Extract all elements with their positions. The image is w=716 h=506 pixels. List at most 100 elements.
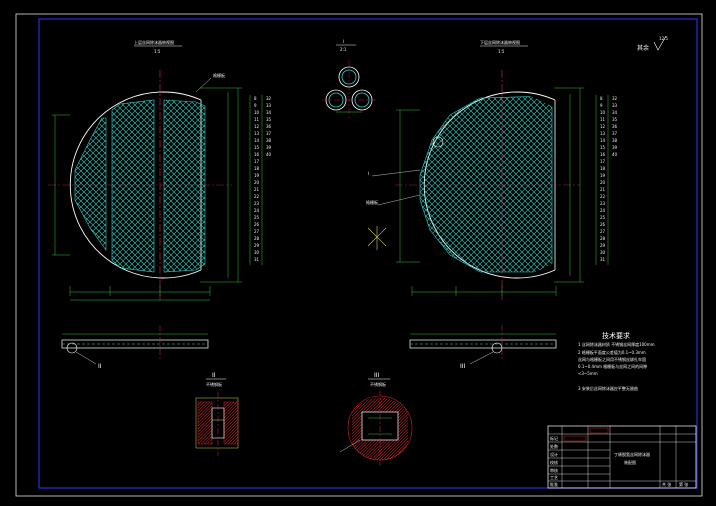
left-plan-view: 上层丝网除沫器俯视图 1:5 bbox=[48, 39, 272, 301]
right-table-v21: 29 bbox=[600, 243, 606, 248]
left-view-title: 上层丝网除沫器俯视图 bbox=[134, 39, 174, 45]
tech-req-item-4: 0.1~0.4mm 格栅板与丝网之间的间隙 bbox=[578, 363, 647, 369]
left-table-v6: 14 bbox=[254, 138, 260, 143]
right-table-v20: 28 bbox=[600, 236, 606, 241]
right-table-v5: 13 bbox=[600, 131, 606, 136]
left-mesh-seg-2 bbox=[111, 99, 155, 273]
left-mesh-seg-3 bbox=[163, 99, 206, 273]
left-table-v27: 35 bbox=[266, 117, 272, 122]
right-table-v10: 18 bbox=[600, 166, 606, 171]
roughness-note: 其余 12.5 bbox=[637, 35, 668, 52]
left-table-v14: 22 bbox=[254, 194, 260, 199]
section-III-label: III bbox=[374, 372, 380, 379]
tech-requirements: 技术要求 1 丝网除沫器材质 不锈钢丝网厚度100mm 2 格栅板平面度公差值为… bbox=[578, 331, 655, 391]
right-table-v19: 27 bbox=[600, 229, 606, 234]
left-callout-II: II bbox=[98, 363, 102, 370]
right-table-v24: 32 bbox=[612, 96, 618, 101]
left-table-v0: 8 bbox=[254, 96, 257, 101]
left-table-v9: 17 bbox=[254, 159, 260, 164]
tb-sheet-2: 第 张 bbox=[679, 481, 688, 487]
right-view-title: 下层丝网除沫器俯视图 bbox=[480, 39, 520, 45]
left-table-v5: 13 bbox=[254, 131, 260, 136]
right-leader-I: I bbox=[368, 171, 369, 176]
right-table-v18: 26 bbox=[600, 222, 606, 227]
left-table-v12: 20 bbox=[254, 180, 260, 185]
right-table-v27: 35 bbox=[612, 117, 618, 122]
tech-req-item-3: 丝网与格栅板之间用不锈钢丝绑扎牢固 bbox=[578, 356, 646, 362]
right-table-v23: 31 bbox=[600, 257, 606, 262]
right-table-v6: 14 bbox=[600, 138, 606, 143]
left-table-v11: 19 bbox=[254, 173, 260, 178]
left-table-v21: 29 bbox=[254, 243, 260, 248]
right-table-v9: 17 bbox=[600, 159, 606, 164]
right-leader-grid: 格栅板 bbox=[366, 199, 378, 205]
left-leader-label: 格栅板 bbox=[213, 72, 225, 78]
left-table-v29: 37 bbox=[266, 131, 272, 136]
right-table-v16: 24 bbox=[600, 208, 606, 213]
left-table-v31: 39 bbox=[266, 145, 272, 150]
left-table-v16: 24 bbox=[254, 208, 260, 213]
right-table-v29: 37 bbox=[612, 131, 618, 136]
left-table-v25: 33 bbox=[266, 103, 272, 108]
roughness-symbol bbox=[653, 35, 667, 51]
right-mesh bbox=[419, 95, 553, 273]
left-table-v18: 26 bbox=[254, 222, 260, 227]
left-vessel-outline bbox=[69, 91, 202, 279]
left-table-v17: 25 bbox=[254, 215, 260, 220]
tb-row-label-3: 校核 bbox=[550, 459, 558, 465]
left-table-v13: 21 bbox=[254, 187, 260, 192]
right-table-v22: 30 bbox=[600, 250, 606, 255]
left-table-v23: 31 bbox=[254, 257, 260, 262]
right-view-scale: 1:5 bbox=[498, 49, 505, 54]
right-table-v4: 12 bbox=[600, 124, 606, 129]
right-callout-III: III bbox=[460, 363, 466, 370]
roughness-value: 12.5 bbox=[659, 36, 668, 41]
right-table-v26: 34 bbox=[612, 110, 618, 115]
section-III-sublabel: 不锈钢板 bbox=[370, 381, 386, 387]
right-table-v7: 15 bbox=[600, 145, 606, 150]
tech-req-item-5: <3~5mm bbox=[578, 371, 598, 376]
section-III: III 不锈钢板 bbox=[339, 372, 413, 466]
tb-row-label-4: 审核 bbox=[550, 467, 558, 473]
left-table-v4: 12 bbox=[254, 124, 260, 129]
left-table-v24: 32 bbox=[266, 96, 272, 101]
detail-I: I 2:1 bbox=[322, 39, 376, 118]
right-dim-table: 8 9 10 11 12 13 14 15 16 17 18 19 20 21 … bbox=[595, 95, 618, 265]
left-table-v7: 15 bbox=[254, 145, 260, 150]
left-table-v2: 10 bbox=[254, 110, 260, 115]
left-table-v30: 38 bbox=[266, 138, 272, 143]
tb-drawing-name-2: 装配图 bbox=[624, 459, 636, 465]
tech-req-item-1: 1 丝网除沫器材质 不锈钢丝网厚度100mm bbox=[578, 341, 655, 347]
right-table-v0: 8 bbox=[600, 96, 603, 101]
tb-row-label-6: 批准 bbox=[550, 481, 558, 487]
right-table-v13: 21 bbox=[600, 187, 606, 192]
right-table-v14: 22 bbox=[600, 194, 606, 199]
tb-drawing-name-1: 丁烯脱氢丝网除沫器 bbox=[614, 451, 650, 457]
left-dim-table: 8 9 10 11 12 13 14 15 16 17 18 19 20 21 … bbox=[249, 95, 272, 265]
left-table-v3: 11 bbox=[254, 117, 260, 122]
detail-I-scale: 2:1 bbox=[340, 47, 347, 52]
right-table-v32: 40 bbox=[612, 152, 618, 157]
title-block: 标记 处数 设计 校核 审核 工艺 批准 丁烯脱氢丝网除沫器 装配图 共 张 第… bbox=[547, 425, 697, 489]
left-mesh-seg-1 bbox=[74, 117, 107, 251]
section-II-label: II bbox=[212, 372, 216, 379]
section-II: II 不锈钢板 bbox=[195, 372, 239, 456]
right-table-v3: 11 bbox=[600, 117, 606, 122]
right-table-v28: 36 bbox=[612, 124, 618, 129]
tb-row-label-2: 设计 bbox=[550, 451, 558, 457]
right-table-v31: 39 bbox=[612, 145, 618, 150]
tech-req-title: 技术要求 bbox=[602, 331, 630, 340]
right-table-v8: 16 bbox=[600, 152, 606, 157]
left-table-v26: 34 bbox=[266, 110, 272, 115]
right-table-v11: 19 bbox=[600, 173, 606, 178]
tech-req-item-2: 2 格栅板平面度公差值为0.1~0.3mm bbox=[578, 349, 646, 355]
roughness-label: 其余 bbox=[637, 44, 649, 52]
left-table-v10: 18 bbox=[254, 166, 260, 171]
right-table-v15: 23 bbox=[600, 201, 606, 206]
right-table-v25: 33 bbox=[612, 103, 618, 108]
tb-row-label-0: 标记 bbox=[550, 435, 558, 441]
right-table-v2: 10 bbox=[600, 110, 606, 115]
tb-row-label-5: 工艺 bbox=[550, 475, 558, 480]
tb-sheet-1: 共 张 bbox=[662, 481, 671, 487]
